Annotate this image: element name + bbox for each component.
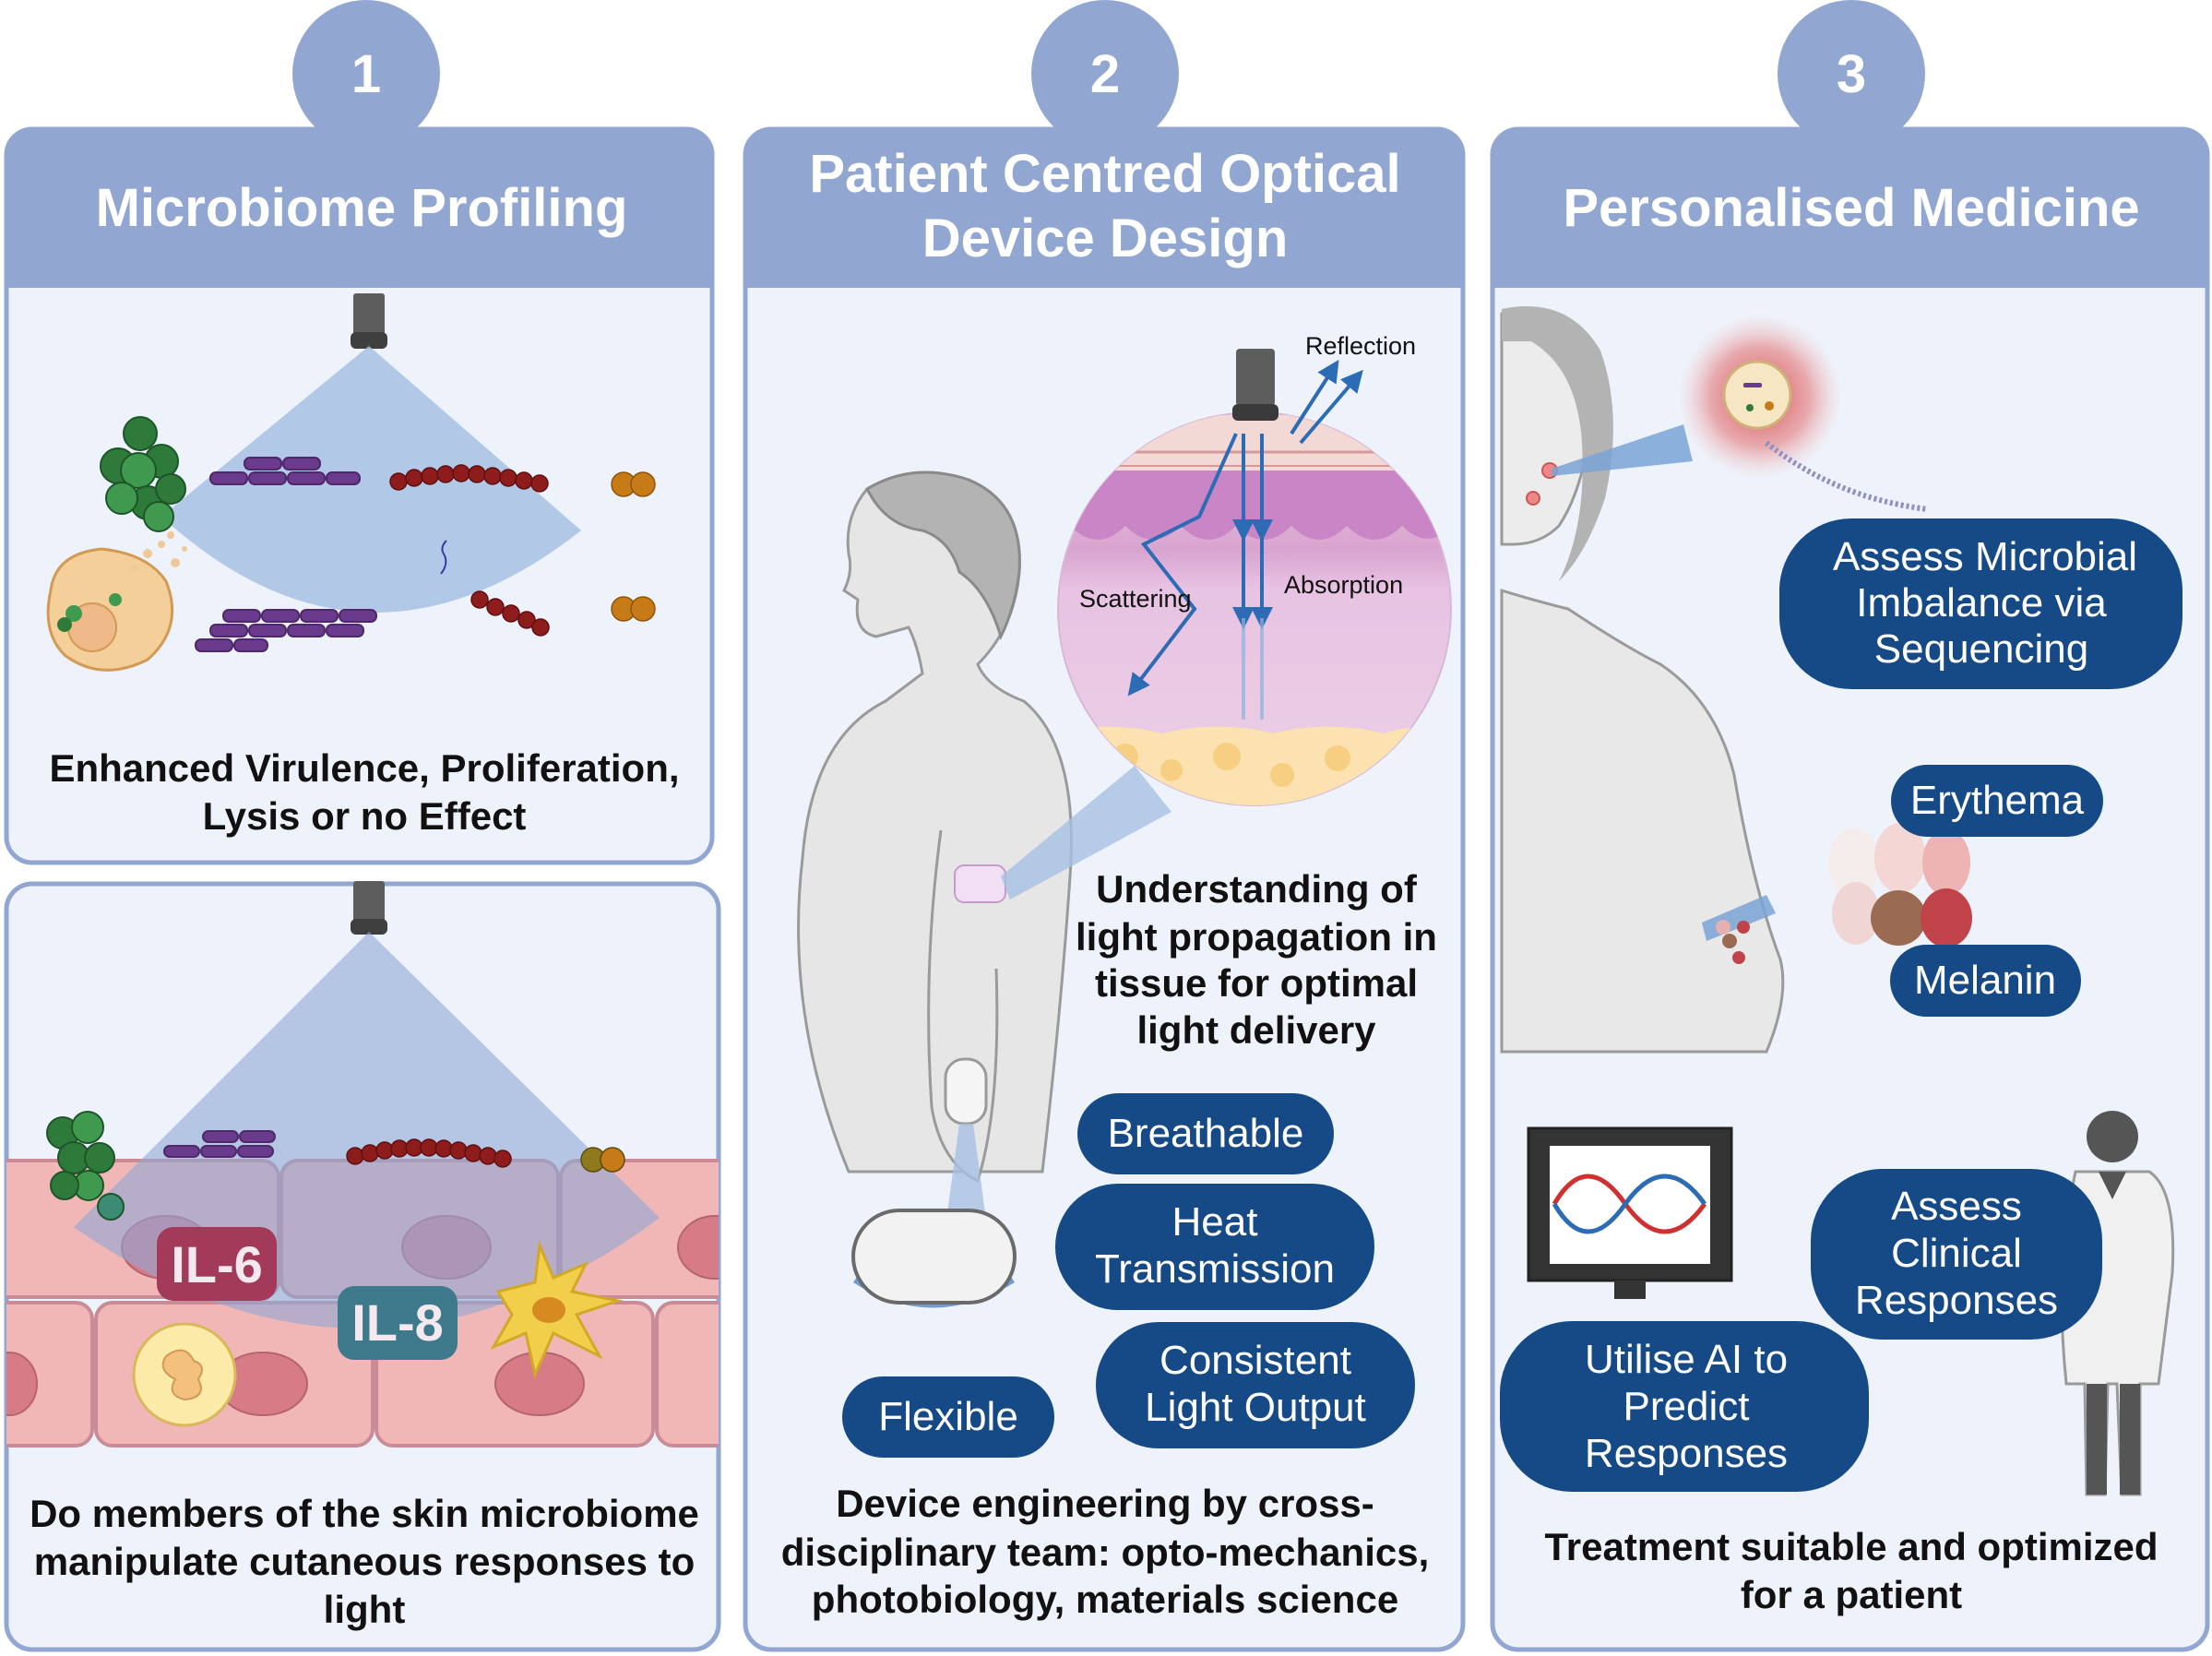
svg-text:Assess: Assess [1891, 1184, 2022, 1229]
panel-microbiome-profiling: 1 Microbiome Profiling [4, 0, 721, 1652]
step-number-3: 3 [1837, 44, 1866, 104]
pill-flexible: Flexible [842, 1376, 1054, 1458]
neutrophil-icon [132, 1322, 237, 1427]
pill-melanin: Melanin [1890, 945, 2081, 1017]
pill-erythema: Erythema [1891, 765, 2103, 837]
panel-1-caption-bottom-line-1: Do members of the skin microbiome [30, 1492, 699, 1535]
panel-3-caption-bottom-line-1: Treatment suitable and optimized [1544, 1525, 2158, 1568]
streptococcus-chain-icon [389, 464, 549, 493]
svg-text:Responses: Responses [1855, 1278, 2058, 1323]
skin-tone-swatches [1702, 823, 1972, 964]
pill-consistent-light-output: Consistent Light Output [1096, 1322, 1415, 1448]
svg-text:IL-6: IL-6 [171, 1235, 263, 1293]
microbe-magnified-icon [1722, 360, 1792, 430]
immune-cell-icon [46, 531, 187, 672]
light-source-icon [1236, 349, 1275, 406]
panel-2-caption-mid-line-4: light delivery [1136, 1008, 1376, 1052]
svg-text:Breathable: Breathable [1108, 1111, 1304, 1156]
coccus-cluster-icon [100, 416, 186, 532]
zoom-beam-device [945, 1124, 987, 1227]
panel-3-title: Personalised Medicine [1563, 178, 2139, 238]
svg-text:Assess Microbial: Assess Microbial [1833, 534, 2137, 579]
step-number-1: 1 [351, 44, 381, 104]
panel-2-caption-bottom-line-3: photobiology, materials science [812, 1578, 1398, 1621]
rod-bacteria-icon [209, 457, 361, 485]
step-number-badge-2 [1031, 0, 1179, 148]
il8-label: IL-8 [338, 1286, 458, 1360]
dna-sequence-trail [1765, 440, 1929, 512]
streptococcus-chain-icon-2 [346, 1138, 512, 1168]
panel-2-caption-bottom-line-1: Device engineering by cross- [836, 1482, 1374, 1525]
panel-1-caption-bottom-line-3: light [324, 1588, 406, 1631]
panel-1-header [6, 129, 712, 288]
panel-2-caption-mid-line-2: light propagation in [1076, 915, 1437, 959]
panel-optical-device-design: 2 Patient Centred Optical Device Design [743, 0, 1466, 1652]
flexible-device-illustration [851, 1209, 1017, 1308]
il6-label: IL-6 [157, 1227, 277, 1301]
pill-breathable: Breathable [1077, 1093, 1334, 1174]
coccus-cluster-icon-2 [46, 1111, 125, 1221]
svg-text:Transmission: Transmission [1095, 1246, 1335, 1292]
panel-2-caption-mid-line-1: Understanding of [1096, 867, 1418, 911]
diplococcus-icon [611, 471, 656, 622]
svg-text:Responses: Responses [1585, 1431, 1788, 1476]
panel-1-caption-bottom-line-2: manipulate cutaneous responses to [34, 1540, 696, 1583]
panel-1-title: Microbiome Profiling [96, 178, 628, 238]
wearable-device-small [944, 1057, 988, 1126]
lysed-streptococcus-icon [440, 540, 550, 637]
svg-text:Heat: Heat [1172, 1199, 1258, 1245]
svg-text:Utilise AI to: Utilise AI to [1585, 1337, 1788, 1382]
zoom-beam-face [1552, 424, 1693, 476]
panel-1-caption-top-line-2: Lysis or no Effect [203, 794, 527, 838]
svg-text:Predict: Predict [1623, 1384, 1750, 1429]
dendritic-cell-icon [490, 1240, 624, 1379]
pill-assess-microbial-imbalance: Assess Microbial Imbalance via Sequencin… [1779, 518, 2182, 689]
svg-text:Consistent: Consistent [1160, 1338, 1351, 1383]
arm-patch-icon [954, 864, 1006, 903]
svg-text:Light Output: Light Output [1145, 1385, 1366, 1430]
svg-text:Sequencing: Sequencing [1874, 626, 2088, 672]
computer-dna-icon [1527, 1126, 1733, 1299]
step-number-badge-3 [1778, 0, 1925, 148]
panel-2-caption-mid-line-3: tissue for optimal [1095, 961, 1418, 1005]
svg-text:Melanin: Melanin [1914, 958, 2056, 1003]
panel-2-header [745, 129, 1463, 288]
pill-utilise-ai: Utilise AI to Predict Responses [1500, 1321, 1869, 1492]
rod-bacteria-icon-3 [163, 1130, 276, 1158]
panel-personalised-medicine: 3 Personalised Medicine [1490, 0, 2210, 1652]
pill-assess-clinical-responses: Assess Clinical Responses [1811, 1169, 2102, 1340]
svg-text:Flexible: Flexible [878, 1394, 1018, 1439]
panel-3-caption-bottom-line-2: for a patient [1741, 1573, 1962, 1616]
svg-text:IL-8: IL-8 [351, 1293, 444, 1352]
rod-bacteria-icon-2 [195, 609, 377, 652]
label-scattering: Scattering [1079, 585, 1192, 613]
zoom-beam-arm [1001, 766, 1171, 899]
panel-1-caption-top-line-1: Enhanced Virulence, Proliferation, [49, 746, 679, 790]
diplococcus-icon-2 [580, 1147, 625, 1173]
svg-text:Imbalance via: Imbalance via [1856, 580, 2107, 625]
panel-2-title-line-2: Device Design [922, 208, 1289, 268]
light-beam-1 [161, 346, 581, 613]
panel-2-caption-bottom-line-2: disciplinary team: opto-mechanics, [781, 1531, 1430, 1574]
pill-heat-transmission: Heat Transmission [1055, 1184, 1374, 1310]
panel-2-title-line-1: Patient Centred Optical [809, 144, 1400, 204]
step-number-2: 2 [1090, 44, 1120, 104]
svg-text:Erythema: Erythema [1910, 778, 2085, 823]
label-absorption: Absorption [1284, 571, 1403, 599]
label-reflection: Reflection [1305, 332, 1416, 360]
svg-text:Clinical: Clinical [1891, 1231, 2022, 1276]
step-number-badge-1 [292, 0, 440, 148]
panel-3-header [1493, 129, 2207, 288]
